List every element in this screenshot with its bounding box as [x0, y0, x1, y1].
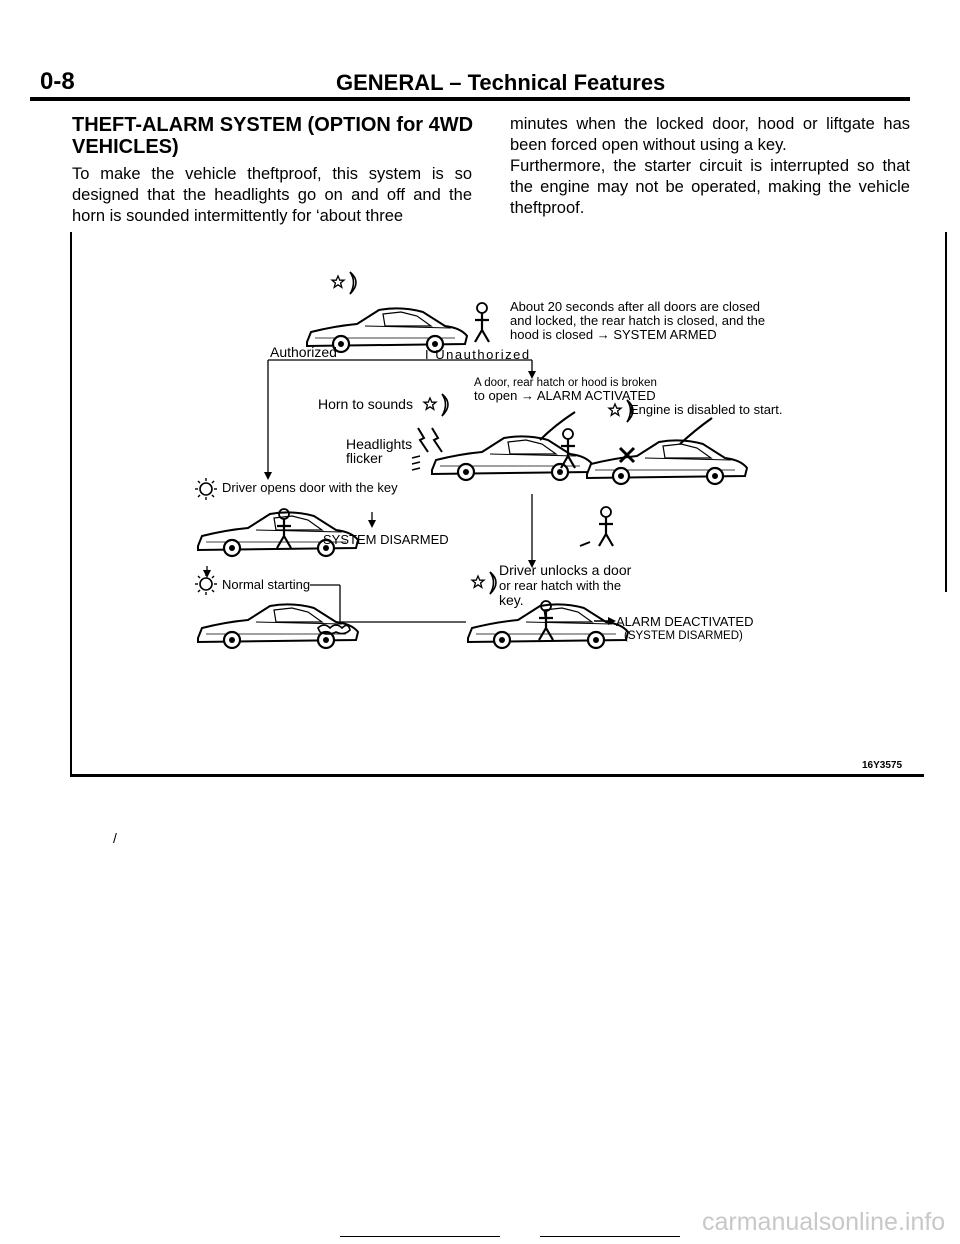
body-paragraph-left: To make the vehicle theftproof, this sys…: [72, 165, 472, 225]
figure-code: 16Y3575: [862, 760, 903, 771]
engine-disabled-label: Engine is disabled to start.: [630, 402, 783, 417]
driver-unlocks-label-3: key.: [499, 592, 524, 608]
exhaust-cloud-icon: [317, 624, 351, 635]
armed-label-2: and locked, the rear hatch is closed, an…: [510, 313, 766, 328]
open-hood-line: [539, 411, 576, 441]
headlights-label-1: Headlights: [346, 436, 413, 452]
sun-icon: [194, 477, 218, 501]
night-icon: [331, 271, 357, 295]
figure-bottom-border: [70, 774, 924, 777]
footer-rule-1: [340, 1236, 500, 1237]
open-hood-line: [679, 417, 713, 445]
page-margin-line: [945, 232, 947, 592]
arrow-right-icon: [608, 617, 616, 625]
body-paragraph-right-2: Furthermore, the starter circuit is inte…: [510, 157, 910, 217]
night-icon: [423, 393, 449, 417]
body-paragraph-right: minutes when the locked door, hood or li…: [510, 114, 910, 219]
driver-unlocks-label-2: or rear hatch with the: [499, 578, 622, 593]
body-paragraph-right-1: minutes when the locked door, hood or li…: [510, 115, 910, 154]
section-title: THEFT-ALARM SYSTEM (OPTION for 4WD VEHIC…: [72, 114, 474, 158]
owner-walking-icon: [473, 301, 491, 344]
fleeing-intruder-icon: [597, 505, 615, 548]
motion-mark: [579, 541, 591, 547]
broken-label-2: to open → ALARM ACTIVATED: [474, 388, 656, 403]
arrow-down-icon: [203, 570, 211, 578]
authorized-label: Authorized: [270, 344, 337, 360]
footer-rule-2: [540, 1236, 680, 1237]
horn-label: Horn to sounds: [318, 396, 413, 412]
engine-disabled-car-image: [585, 439, 749, 486]
driver-opens-label: Driver opens door with the key: [222, 480, 398, 495]
night-icon: [471, 571, 497, 595]
cross-mark-icon: [618, 446, 636, 464]
watermark: carmanualsonline.info: [702, 1208, 946, 1236]
armed-label-3: hood is closed → SYSTEM ARMED: [510, 327, 717, 342]
alarm-deactivated-label: ALARM DEACTIVATED: [616, 614, 754, 629]
figure-left-border: [70, 232, 72, 777]
arrow-down-icon: [368, 520, 376, 528]
stray-mark: /: [113, 830, 117, 846]
light-flicker-icon: [411, 455, 421, 471]
header-rule: [30, 97, 910, 101]
page-number: 0-8: [40, 68, 75, 95]
section-header: GENERAL – Technical Features: [336, 70, 666, 95]
sun-icon: [194, 572, 218, 596]
arrow-down-icon: [528, 560, 536, 568]
arrow-down-icon: [264, 472, 272, 480]
arrow-down-icon: [528, 371, 536, 379]
horn-sound-icon: [417, 427, 443, 453]
broken-label-1: A door, rear hatch or hood is broken: [474, 377, 657, 389]
driver-unlocks-label-1: Driver unlocks a door: [499, 562, 632, 578]
headlights-label-2: flicker: [346, 450, 383, 466]
normal-starting-label: Normal starting: [222, 577, 311, 592]
alarm-deactivated-sub-label: (SYSTEM DISARMED): [624, 630, 743, 642]
unauthorized-label: I Unauthorized: [425, 347, 531, 362]
armed-label-1: About 20 seconds after all doors are clo…: [510, 299, 761, 314]
system-disarmed-label: SYSTEM DISARMED: [323, 532, 449, 547]
